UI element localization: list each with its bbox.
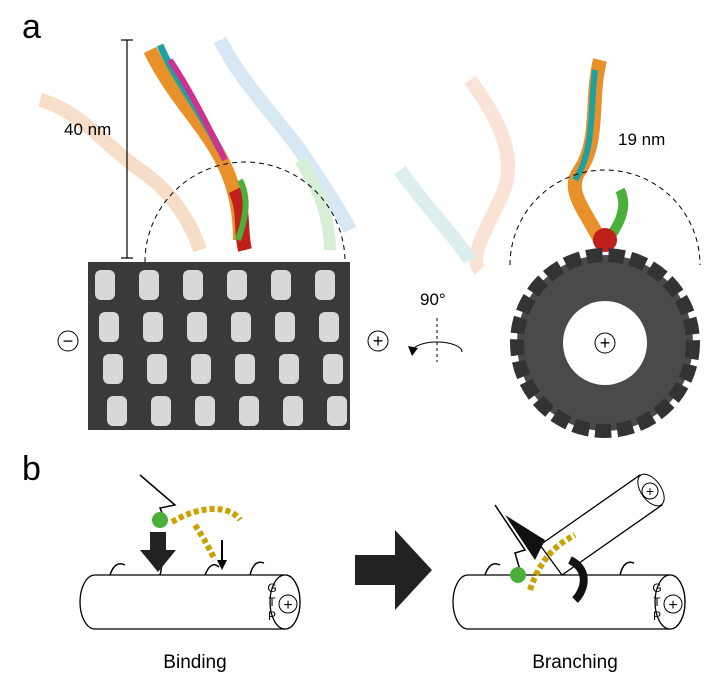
transition-arrow [355,530,432,610]
plus-end-symbol [367,330,389,352]
lattice-light-dimer [183,270,203,300]
lattice-light-dimer [327,396,347,426]
lattice-light-dimer [107,396,127,426]
lattice-light-dimer [279,354,299,384]
ring-plus-symbol [594,332,616,354]
lattice-light-dimer [271,270,291,300]
ring-plus-label: + [600,333,611,353]
branching-caption: Branching [532,652,618,673]
microtubule-cross-section [510,248,700,438]
down-arrow-large [140,532,176,572]
new-branch-plus-label: + [646,483,654,499]
lattice-light-dimer [187,312,207,342]
minus-end-symbol [57,330,79,352]
lattice-light-dimer [323,354,343,384]
green-dot [152,512,168,528]
lattice-light-dimer [147,354,167,384]
lattice-light-dimer [315,270,335,300]
gtp-g-right: G [652,581,661,595]
microtubule-lattice [88,262,350,430]
dashed-arc-right [509,169,701,266]
lattice-light-dimer [231,312,251,342]
binding-caption: Binding [163,652,226,673]
gtp-p: P [268,609,276,623]
green-dot-right [510,567,526,583]
lattice-light-dimer [143,312,163,342]
lattice-light-dimer [235,354,255,384]
lattice-light-dimer [195,396,215,426]
new-branch-microtubule [505,473,665,603]
lattice-light-dimer [275,312,295,342]
lattice-light-dimer [191,354,211,384]
left-complex [143,43,252,252]
faded-complexes [38,36,515,275]
lattice-light-dimer [139,270,159,300]
gtp-t: T [268,595,276,609]
dashed-arc-left [144,161,346,263]
branching-microtubule [452,561,686,630]
lattice-light-dimer [151,396,171,426]
gtp-p-right: P [653,609,661,623]
gtp-cap-strand [170,506,243,525]
scale-19nm-label: 19 nm [618,130,665,149]
lattice-light-dimer [95,270,115,300]
binding-plus-label: + [283,597,292,614]
rotation-label: 90° [420,290,446,309]
lattice-light-dimer [227,270,247,300]
gtp-g: G [267,581,276,595]
plus-end-label: + [373,331,384,351]
gtp-t-right: T [653,595,661,609]
branching-plus-label: + [668,597,677,614]
panel-a-label: a [22,8,41,46]
right-complex [567,58,629,252]
scale-40nm-label: 40 nm [64,120,111,139]
lattice-light-dimer [99,312,119,342]
lattice-light-dimer [319,312,339,342]
lattice-light-dimer [103,354,123,384]
lattice-light-dimer [283,396,303,426]
lattice-light-dimer [239,396,259,426]
minus-end-label: − [63,331,74,351]
scale-bar-40nm [121,39,133,259]
panel-b-label: b [22,450,41,488]
